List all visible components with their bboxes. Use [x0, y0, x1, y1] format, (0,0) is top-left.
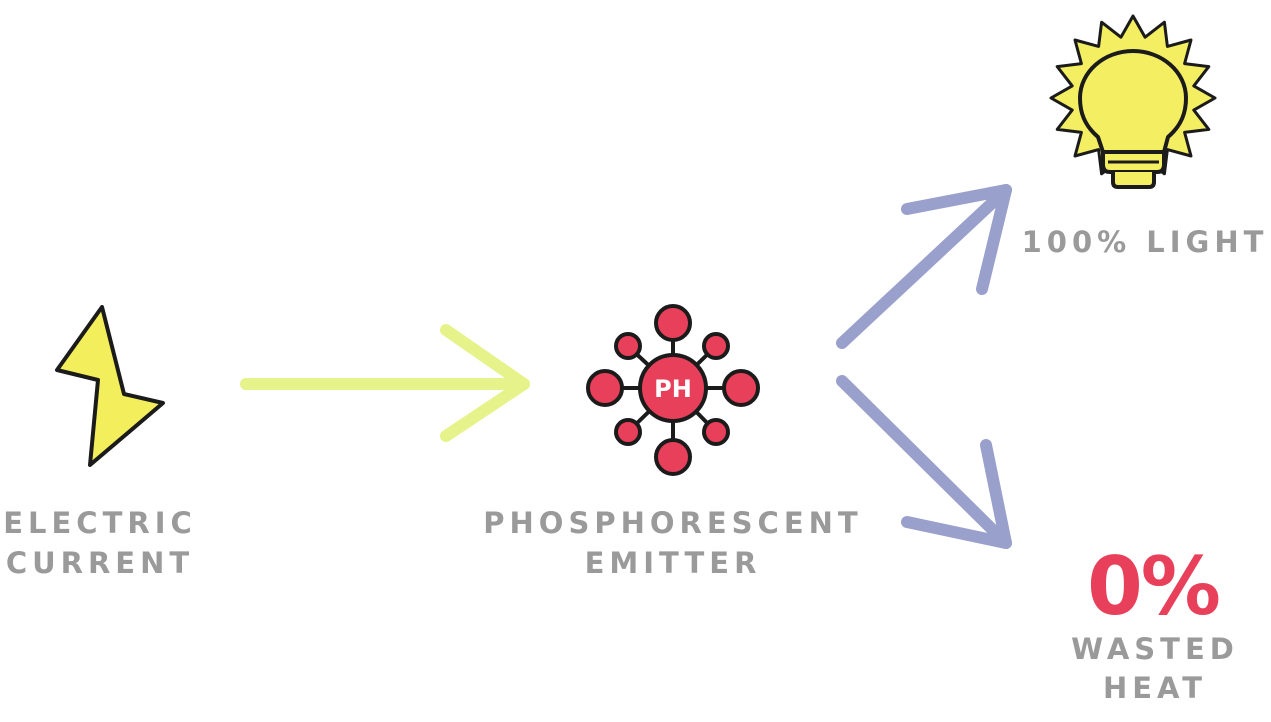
emitter-label-line2: EMITTER	[585, 546, 762, 580]
emitter-badge: PH	[654, 375, 692, 403]
emitter-label-line1: PHOSPHORESCENT	[483, 506, 862, 540]
bulb-glass	[1078, 49, 1188, 154]
heat-output-label-line1: WASTED	[1071, 632, 1239, 666]
input-arrow	[240, 324, 530, 442]
molecule-icon: PH	[586, 304, 760, 476]
heat-output-label-line2: HEAT	[1103, 671, 1207, 705]
source-label-line2: CURRENT	[6, 546, 194, 580]
emitter-label: PHOSPHORESCENT EMITTER	[483, 506, 862, 580]
light-bulb-icon	[1049, 14, 1217, 189]
light-output-arrow	[836, 184, 1012, 349]
heat-output-value: 0%	[1087, 540, 1219, 633]
heat-output: 0% WASTED HEAT	[1071, 540, 1239, 705]
lightning-bolt-icon	[55, 305, 165, 467]
source-label: ELECTRIC CURRENT	[3, 506, 197, 580]
source-label-line1: ELECTRIC	[3, 506, 197, 540]
emitter-core	[638, 353, 708, 423]
heat-output-arrow	[836, 375, 1012, 549]
light-output-label: 100% LIGHT	[1022, 225, 1269, 259]
